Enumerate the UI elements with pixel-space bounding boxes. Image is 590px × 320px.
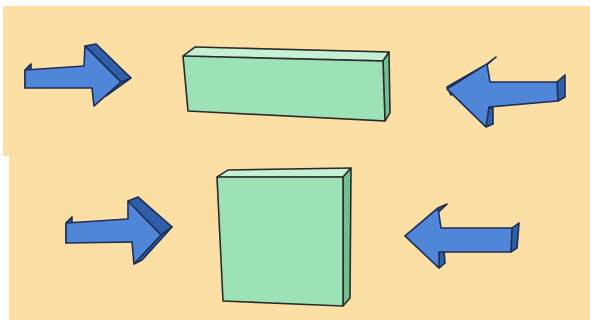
bottom-block-tall-square (216, 167, 352, 307)
top-left-arrow-right-icon (24, 43, 132, 107)
top-block-wide-short (182, 46, 391, 122)
bottom-left-arrow-right-icon (65, 196, 173, 265)
bottom-panel (65, 167, 520, 307)
top-right-arrow-left-icon (446, 56, 566, 128)
bottom-right-arrow-left-icon (404, 203, 520, 269)
top-panel (24, 43, 566, 128)
